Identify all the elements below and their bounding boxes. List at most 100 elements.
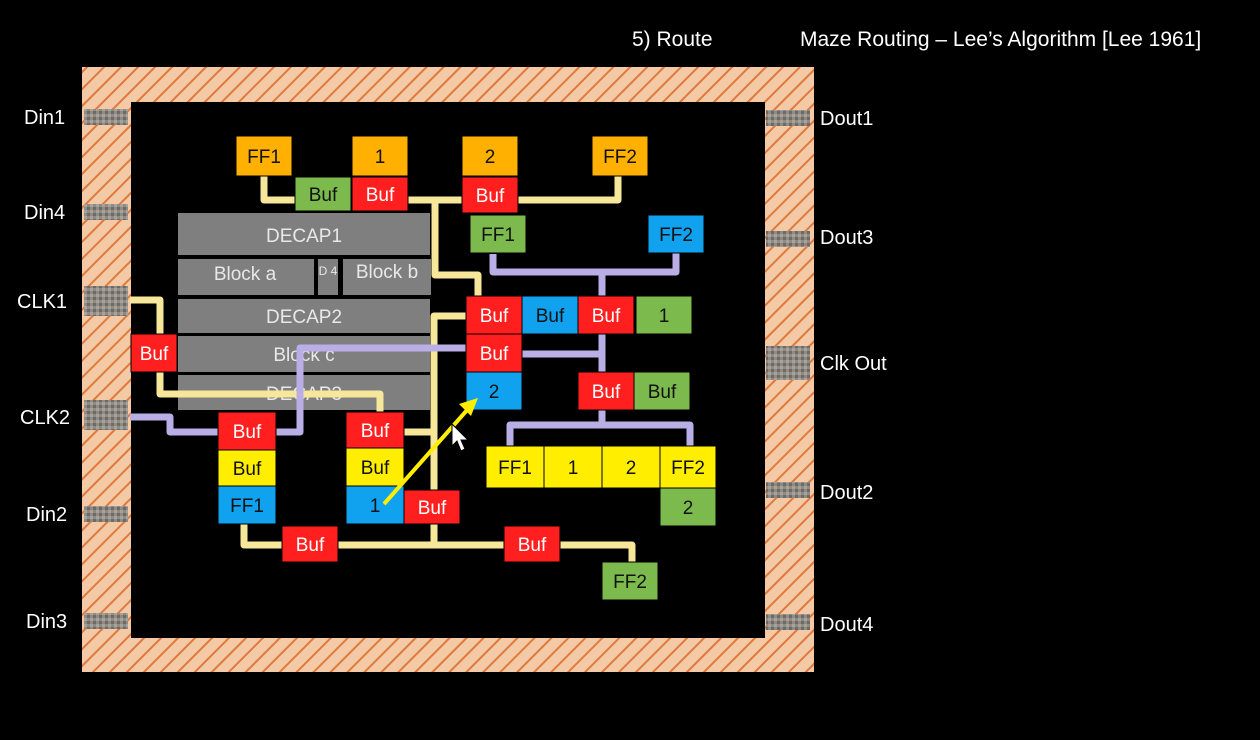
wire-y-top-left — [260, 176, 482, 316]
cell-label: FF2 — [603, 147, 637, 168]
cell-buf-yellow1: Buf — [217, 449, 277, 487]
cell-buf-top-red2: Buf — [461, 176, 519, 214]
pad-dout2 — [766, 482, 810, 498]
cell-ff2-green-bottom: FF2 — [601, 561, 659, 601]
cell-label: 2 — [485, 147, 496, 168]
cell-label: FF1 — [247, 147, 281, 168]
cell-label: 1 — [370, 496, 381, 517]
cell-buf-mid-red3: Buf — [465, 333, 523, 373]
block-a-label: Block a — [214, 264, 277, 285]
pin-label-clk-out: Clk Out — [820, 353, 887, 375]
cell-buf-yellow2: Buf — [345, 447, 405, 487]
cell-label: 1 — [568, 458, 579, 479]
cell-buf-top-red1: Buf — [351, 176, 409, 212]
cell-label: FF2 — [671, 458, 705, 479]
pin-label-din2: Din2 — [26, 504, 67, 526]
cell-box — [633, 371, 691, 411]
cell-buf-bottom-red1: Buf — [281, 525, 339, 563]
cell-box — [577, 295, 635, 335]
cell-buf-mid-red1: Buf — [465, 295, 523, 335]
cell-label: Buf — [592, 382, 621, 403]
cell-box — [351, 176, 409, 212]
macro-blocks: DECAP1 Block a D 4 Block b DECAP2 Block … — [178, 213, 431, 410]
mouse-cursor-icon — [451, 422, 470, 452]
cell-box — [217, 449, 277, 487]
cell-box — [601, 561, 659, 601]
cell-box — [130, 333, 178, 373]
cell-label: 2 — [626, 458, 637, 479]
cell-box — [281, 525, 339, 563]
cell-label: Buf — [648, 382, 677, 403]
cell-box — [345, 411, 405, 449]
cell-ff2-top: FF2 — [591, 135, 649, 177]
cell-one-green: 1 — [635, 295, 693, 335]
cell-two-yellow: 2 — [601, 445, 661, 489]
cell-label: 2 — [683, 498, 694, 519]
block-b — [343, 259, 431, 295]
block-c — [178, 336, 430, 372]
cell-label: Buf — [361, 458, 390, 479]
cell-box — [659, 445, 717, 489]
pin-label-clk2: CLK2 — [20, 407, 70, 429]
wire-l-split-left — [506, 408, 606, 446]
cell-box — [217, 411, 277, 451]
cell-box — [469, 214, 527, 254]
cell-buf-right-red: Buf — [577, 371, 635, 411]
wire-y-center-vert — [430, 312, 466, 545]
cell-ff1-top: FF1 — [235, 135, 293, 177]
cell-label: Buf — [480, 344, 509, 365]
route-arrow-line — [382, 407, 470, 506]
cell-ff2-blue: FF2 — [647, 214, 705, 254]
pad-dout4 — [766, 614, 810, 630]
cell-ff1-green: FF1 — [469, 214, 527, 254]
cell-label: Buf — [476, 186, 505, 207]
cell-box — [647, 214, 705, 254]
wire-y-clk1 — [130, 296, 384, 428]
cell-buf-clk2-red: Buf — [217, 411, 277, 451]
wire-l-ff — [489, 252, 680, 276]
cell-buf-mid-red2: Buf — [577, 295, 635, 335]
pad-din4 — [84, 204, 128, 220]
cell-label: Buf — [418, 498, 447, 519]
cell-label: Buf — [536, 306, 565, 327]
cell-label: Buf — [233, 422, 262, 443]
cell-label: FF2 — [613, 572, 647, 593]
decap2-block — [178, 299, 430, 333]
wire-y-bottom — [240, 524, 636, 570]
cell-box — [465, 295, 523, 335]
slide-title: Maze Routing – Lee’s Algorithm [Lee 1961… — [800, 28, 1201, 51]
wire-l-split-right — [602, 421, 694, 446]
cell-buf-bottom-red2: Buf — [503, 525, 561, 563]
cell-box — [217, 485, 277, 525]
cell-buf-center-red: Buf — [345, 411, 405, 449]
cell-box — [465, 333, 523, 373]
cell-box — [503, 525, 561, 563]
cell-box — [461, 135, 519, 177]
cell-label: FF2 — [659, 225, 693, 246]
cell-box — [521, 295, 579, 335]
d4-block — [318, 259, 338, 295]
cell-buf-left-red: Buf — [130, 333, 178, 373]
cell-box — [461, 176, 519, 214]
cell-buf-right-green: Buf — [633, 371, 691, 411]
cell-label: Buf — [361, 421, 390, 442]
pad-din3 — [84, 613, 128, 629]
cell-two-top: 2 — [461, 135, 519, 177]
block-a — [178, 259, 314, 295]
cell-label: Buf — [140, 344, 169, 365]
cell-one-yellow: 1 — [543, 445, 603, 489]
cell-label: Buf — [518, 535, 547, 556]
cell-label: 1 — [375, 147, 386, 168]
cell-label: Buf — [480, 306, 509, 327]
pad-dout3 — [766, 231, 810, 247]
cell-label: 2 — [489, 382, 500, 403]
cell-box — [345, 447, 405, 487]
route-arrow — [382, 398, 478, 506]
block-b-label: Block b — [356, 262, 418, 283]
cell-box — [591, 135, 649, 177]
pin-label-dout3: Dout3 — [820, 227, 873, 249]
cell-box — [635, 295, 693, 335]
pin-label-dout1: Dout1 — [820, 108, 873, 130]
cell-label: Buf — [592, 306, 621, 327]
